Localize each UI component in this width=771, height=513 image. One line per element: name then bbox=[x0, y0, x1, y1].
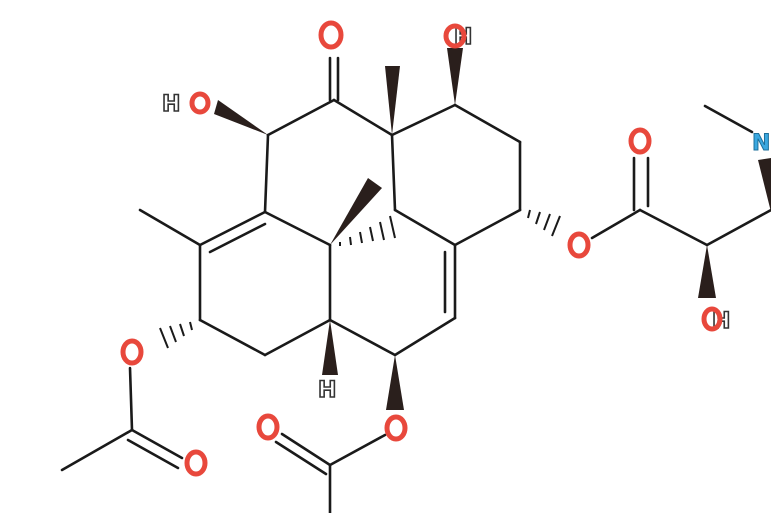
hydroxyl-left-label: H bbox=[162, 92, 191, 117]
oxygen-atom-side-chain-carbonyl bbox=[628, 127, 652, 155]
hydrogen-label: H bbox=[318, 378, 336, 403]
oxygen-atom-hydroxyl-top bbox=[443, 23, 467, 49]
wedge-bonds bbox=[214, 48, 771, 410]
bonds bbox=[60, 56, 771, 513]
oxygen-atom-ester-right bbox=[567, 231, 591, 259]
oxygen-atom-side-chain-hydroxyl bbox=[701, 306, 723, 332]
oxygen-atom-ester-bottom bbox=[384, 414, 408, 442]
hashed-bonds bbox=[159, 209, 561, 349]
oxygen-atom-ketone bbox=[318, 20, 344, 50]
oxygen-atom-hydroxyl-left bbox=[189, 91, 211, 115]
oxygen-atom-acetate-left-carbonyl bbox=[184, 449, 208, 477]
nitrogen-label: N bbox=[752, 131, 770, 156]
atom-labels: O H H H H N bbox=[120, 20, 771, 477]
oxygen-atom-ester-left bbox=[120, 338, 144, 366]
oxygen-atom-acetate-bottom-carbonyl bbox=[256, 413, 280, 441]
